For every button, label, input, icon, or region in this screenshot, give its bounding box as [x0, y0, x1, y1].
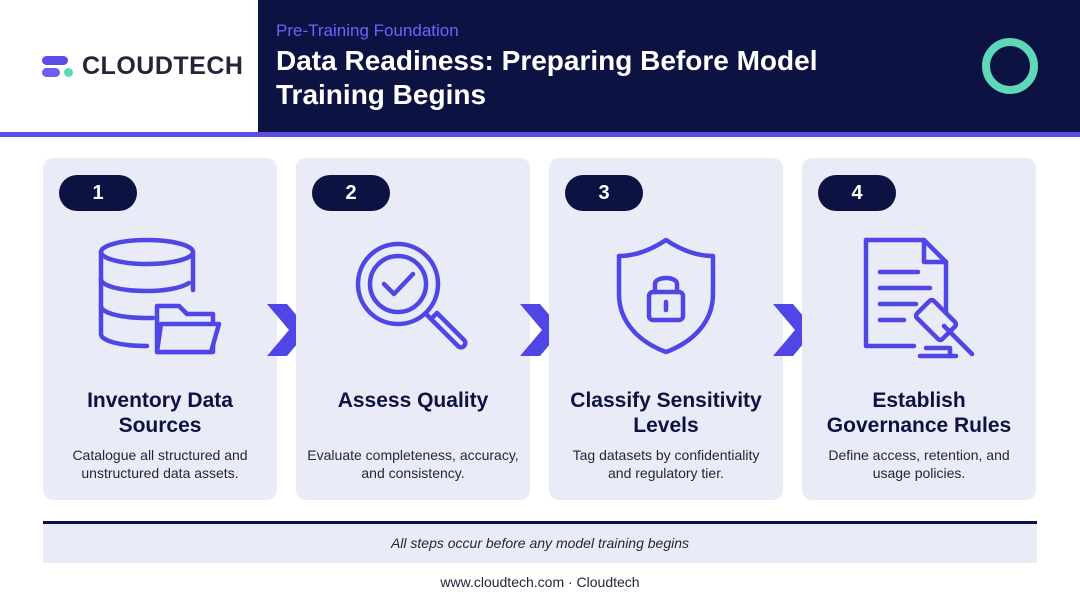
header: CLOUDTECH Pre-Training Foundation Data R… [0, 0, 1080, 132]
step-title: Establish Governance Rules [826, 389, 1012, 437]
footer-text: www.cloudtech.com · Cloudtech [440, 574, 640, 590]
ring-decoration-icon [982, 38, 1038, 94]
shield-lock-icon [591, 234, 741, 364]
database-folder-icon [85, 234, 235, 364]
logo-mark-icon [42, 54, 78, 78]
step-number: 4 [818, 175, 896, 211]
step-card-1: 1 Inventory Data Sources Catalogue all s… [43, 158, 277, 500]
title-banner: Pre-Training Foundation Data Readiness: … [258, 0, 1080, 132]
step-title: Classify Sensitivity Levels [570, 389, 762, 437]
step-title: Assess Quality [337, 389, 489, 412]
timing-note: All steps occur before any model trainin… [43, 524, 1037, 563]
step-description: Define access, retention, and usage poli… [828, 447, 1010, 481]
header-divider [0, 132, 1080, 137]
eyebrow-text: Pre-Training Foundation [276, 21, 459, 40]
step-description: Tag datasets by confidentiality and regu… [572, 447, 760, 481]
step-number: 3 [565, 175, 643, 211]
document-gavel-icon [844, 234, 994, 364]
magnifier-check-icon [338, 234, 488, 364]
step-description: Evaluate completeness, accuracy, and con… [307, 447, 519, 481]
step-card-4: 4 Establish Governance Rules Define acce… [802, 158, 1036, 500]
step-card-3: 3 Classify Sensitivity Levels Tag datase… [549, 158, 783, 500]
step-card-2: 2 Assess Quality Evaluate completeness, … [296, 158, 530, 500]
step-description: Catalogue all structured and unstructure… [72, 447, 248, 481]
step-number: 1 [59, 175, 137, 211]
step-title: Inventory Data Sources [87, 389, 233, 437]
step-number: 2 [312, 175, 390, 211]
note-divider [43, 521, 1037, 524]
page-title: Data Readiness: Preparing Before Model T… [276, 45, 818, 110]
logo: CLOUDTECH [0, 0, 258, 132]
brand-name: CLOUDTECH [82, 51, 244, 80]
